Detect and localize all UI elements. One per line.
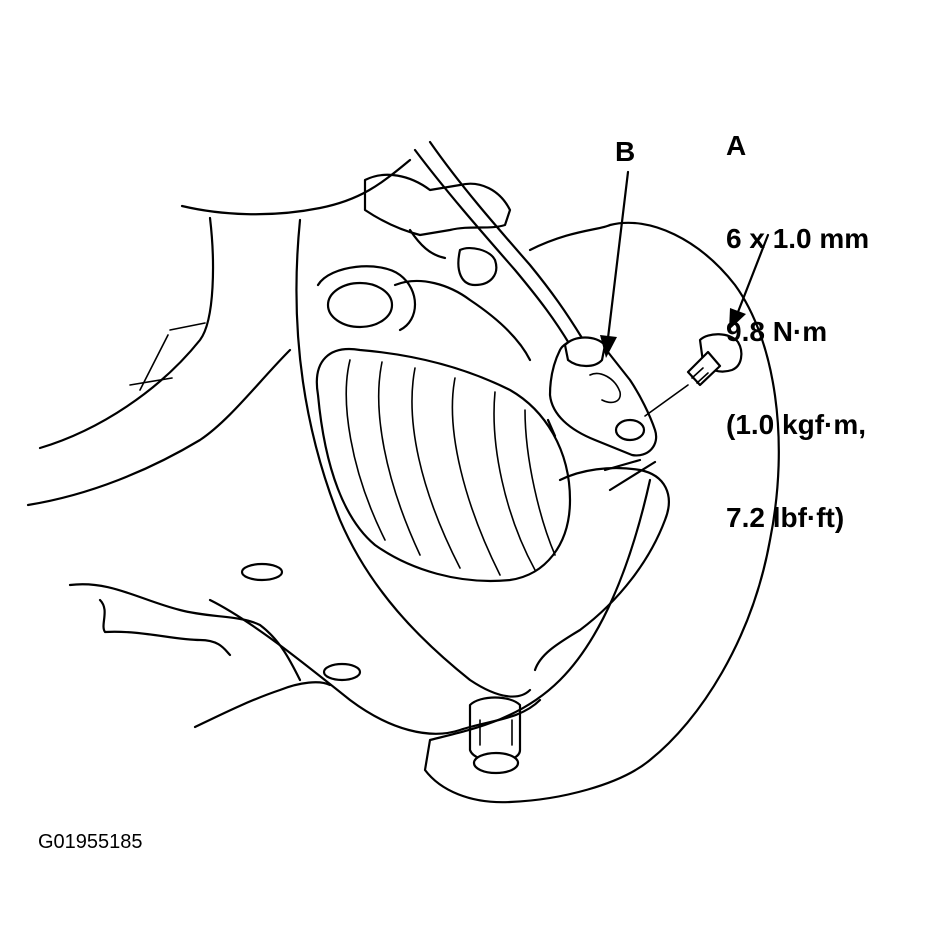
sensor-cable-edge — [428, 140, 584, 340]
callout-a-torque-nm: 9.8 N·m — [726, 316, 828, 347]
cv-boot-rib-4 — [451, 377, 501, 576]
arm-hole-1 — [240, 562, 284, 582]
cross-bar-2 — [129, 377, 173, 386]
lower-arm-bottom — [208, 598, 542, 735]
sensor-bolt-hole — [614, 418, 646, 442]
callout-b-arrowhead — [600, 335, 617, 358]
sensor-collar — [563, 336, 607, 368]
sensor-mount-arm — [546, 418, 657, 492]
sensor-cable — [413, 148, 572, 347]
ball-joint-line — [479, 719, 513, 746]
left-frame-edge — [26, 348, 292, 507]
upper-mount-bolt — [457, 246, 498, 287]
cv-boot-rib-3 — [411, 367, 461, 569]
mount-collar — [393, 279, 532, 362]
callout-b-letter: B — [615, 136, 636, 167]
upper-mount — [363, 173, 512, 237]
arm-lower-left — [98, 598, 232, 657]
arm-strut-lower — [193, 681, 332, 729]
knuckle-lower-body — [533, 466, 670, 672]
callout-a-letter: A — [726, 130, 747, 161]
callout-a-label: A 6 x 1.0 mm 9.8 N·m (1.0 kgf·m, 7.2 lbf… — [726, 68, 869, 564]
upper-mount-detail — [408, 228, 447, 260]
knuckle-outline — [423, 221, 780, 804]
sensor-tab — [589, 372, 622, 404]
bolt-alignment-line — [644, 384, 689, 417]
cross-bar-3 — [139, 334, 169, 391]
callout-a-size: 6 x 1.0 mm — [726, 223, 870, 254]
cv-boot-rib-5 — [493, 391, 536, 571]
cv-boot-rib-2 — [377, 361, 421, 556]
mount-hole — [326, 281, 394, 329]
cv-boot-outline — [315, 348, 572, 583]
cv-boot-rib-6 — [524, 409, 556, 556]
bolt-a — [686, 333, 743, 387]
lower-control-arm — [295, 218, 532, 698]
upper-frame — [180, 158, 412, 216]
left-frame-lower — [38, 216, 215, 450]
lower-arm-underside — [68, 583, 302, 682]
arm-hole-2 — [322, 662, 362, 682]
cv-boot-rib-1 — [345, 359, 386, 541]
callout-a-arrow — [736, 233, 770, 314]
callout-a-torque-lbf: 7.2 lbf·ft) — [726, 502, 845, 533]
callout-a-torque-kgf: (1.0 kgf·m, — [726, 409, 867, 440]
ball-joint-stud — [472, 751, 520, 775]
figure-id: G01955185 — [38, 831, 143, 853]
callout-b-arrow — [606, 170, 630, 340]
mount-boss — [316, 265, 416, 332]
callout-a-arrowhead — [729, 308, 746, 330]
cross-bar-1 — [169, 322, 206, 331]
